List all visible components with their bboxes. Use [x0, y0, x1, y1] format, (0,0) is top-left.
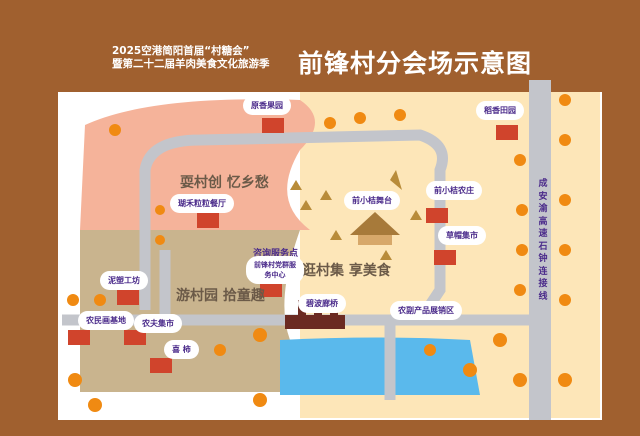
page-title: 前锋村分会场示意图: [298, 49, 533, 78]
zone-north-west: 耍村创 忆乡愁: [180, 175, 269, 191]
place-bridge[interactable]: 碧波廊桥: [300, 296, 344, 311]
zone-east: 逛村集 享美食: [302, 263, 391, 279]
place-orchard[interactable]: 原香果园: [245, 98, 289, 113]
tree-icons: [67, 94, 572, 412]
place-clay-workshop[interactable]: 泥塑工坊: [102, 273, 146, 288]
place-farmer-market[interactable]: 农夫集市: [136, 316, 180, 331]
lake: [280, 337, 480, 395]
subtitle-line-1: 2025空港简阳首届“村糖会”: [112, 45, 250, 57]
event-subtitle: 2025空港简阳首届“村糖会”暨第二十二届羊肉美食文化旅游季: [112, 45, 270, 71]
place-rice-field[interactable]: 稻香田园: [478, 103, 522, 118]
place-info-point[interactable]: 咨询服务点: [253, 249, 299, 259]
haystack-icons: [290, 170, 422, 260]
highway-label: 成安渝高速石钟连接线: [538, 179, 548, 302]
tan-zone: [80, 230, 300, 392]
zone-south-west: 游村园 拾童趣: [176, 288, 265, 304]
place-straw-market[interactable]: 草帽集市: [440, 228, 484, 243]
place-painting-base[interactable]: 农民画基地: [80, 313, 132, 328]
place-persimmon[interactable]: 喜 柿: [166, 342, 197, 357]
place-farm[interactable]: 前小桔农庄: [428, 183, 480, 198]
pavilion-icon: [350, 212, 400, 245]
subtitle-line-2: 暨第二十二届羊肉美食文化旅游季: [112, 58, 270, 70]
house-icons: [68, 118, 518, 373]
place-stage[interactable]: 前小桔舞台: [346, 193, 398, 208]
place-restaurant[interactable]: 瑚禾粒粒餐厅: [172, 196, 232, 211]
pink-zone: [80, 99, 315, 231]
place-produce-area[interactable]: 农副产品展销区: [392, 303, 460, 318]
place-service-center[interactable]: 前锋村党群服务中心: [248, 258, 302, 282]
